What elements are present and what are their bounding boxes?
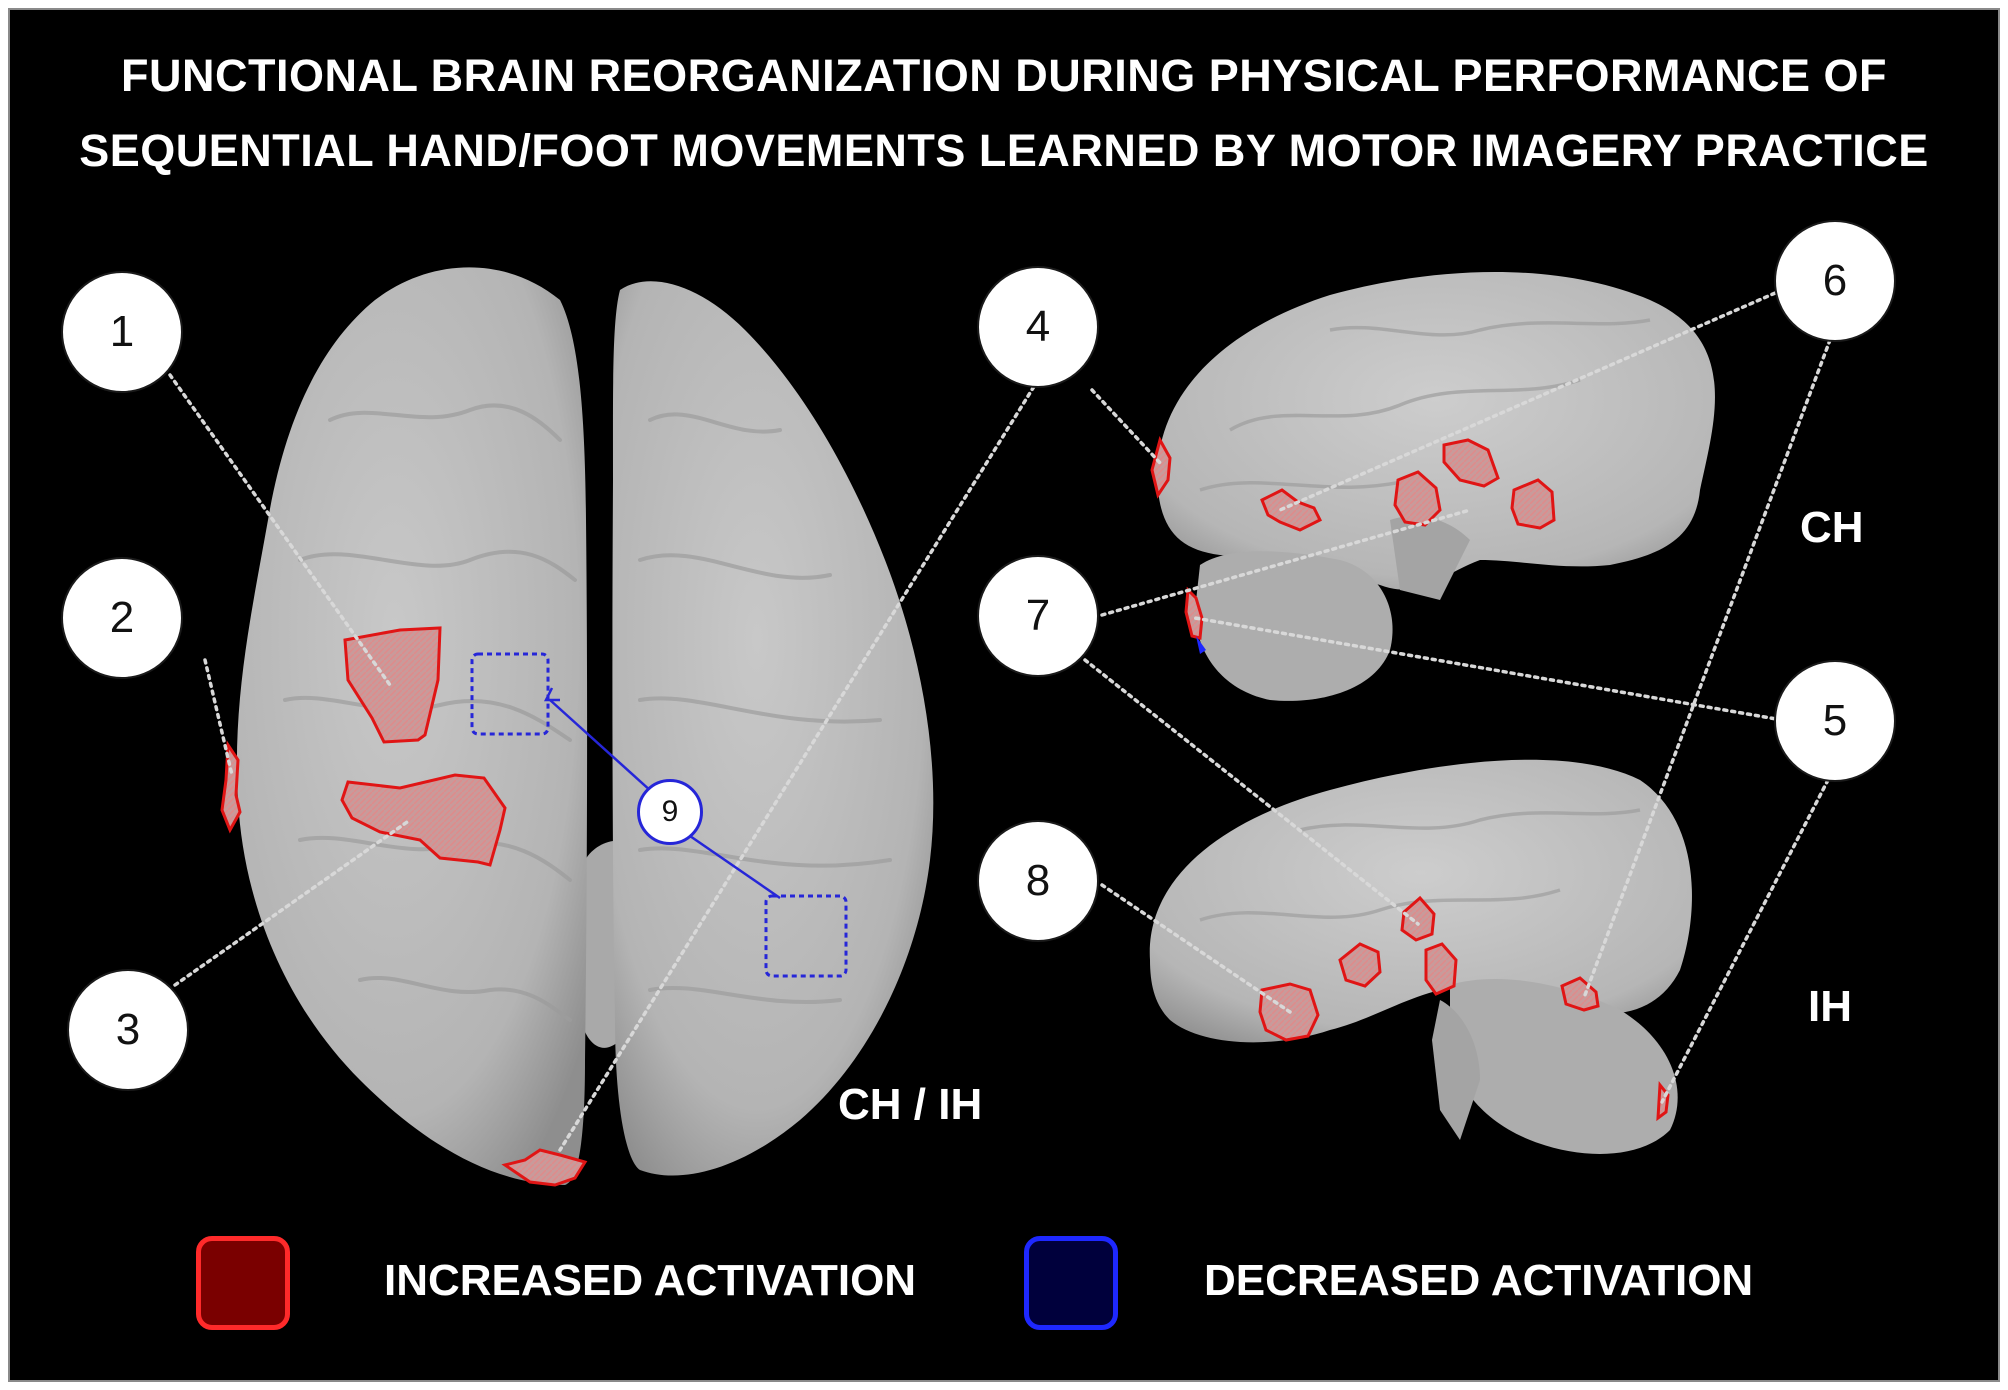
lower-gyri-texture bbox=[1199, 808, 1641, 922]
lower-brainstem bbox=[1432, 1000, 1480, 1140]
upper-brainstem bbox=[1390, 516, 1470, 600]
activation-region-4-sagittal bbox=[1150, 436, 1172, 499]
figure-title-line-2: SEQUENTIAL HAND/FOOT MOVEMENTS LEARNED B… bbox=[79, 125, 1929, 176]
activation-region-5-upper bbox=[1184, 586, 1204, 640]
activation-region-upper-b bbox=[1442, 438, 1500, 488]
activation-region-3 bbox=[340, 773, 507, 867]
dorsal-view-label: CH / IH bbox=[838, 1080, 983, 1129]
leader-lines bbox=[168, 288, 1832, 1152]
callout-8: 8 bbox=[977, 820, 1099, 942]
upper-view-label: CH bbox=[1800, 503, 1864, 552]
deactivation-region-upper bbox=[1196, 636, 1206, 654]
lower-view-label: IH bbox=[1808, 982, 1852, 1031]
callout-7: 7 bbox=[977, 555, 1099, 677]
activation-region-lower-b bbox=[1424, 942, 1458, 996]
activation-region-7-sagittal bbox=[1400, 895, 1436, 942]
activation-region-2 bbox=[220, 740, 242, 834]
activation-region-upper-c bbox=[1510, 478, 1556, 530]
callout-2: 2 bbox=[61, 557, 183, 679]
callout-1: 1 bbox=[61, 271, 183, 393]
activation-region-upper-a bbox=[1393, 470, 1442, 527]
upper-sagittal-brain-view bbox=[1150, 271, 1715, 701]
legend-increased-label: INCREASED ACTIVATION bbox=[384, 1256, 917, 1305]
callout-9: 9 bbox=[637, 779, 703, 845]
callout-6: 6 bbox=[1774, 220, 1896, 342]
upper-cerebellum bbox=[1195, 551, 1393, 701]
activation-region-6-sagittal bbox=[1260, 488, 1323, 532]
figure-title-line-1: FUNCTIONAL BRAIN REORGANIZATION DURING P… bbox=[120, 50, 1887, 101]
legend-decreased-swatch bbox=[1024, 1236, 1118, 1330]
callout-5: 5 bbox=[1774, 660, 1896, 782]
upper-gyri-texture bbox=[1199, 318, 1651, 492]
lower-cerebellum bbox=[1450, 979, 1678, 1154]
gyri-texture bbox=[283, 403, 892, 1022]
right-hemisphere bbox=[612, 281, 934, 1176]
activation-region-4 bbox=[501, 1148, 588, 1187]
legend-decreased-label: DECREASED ACTIVATION bbox=[1204, 1256, 1754, 1305]
deactivation-region-9b bbox=[764, 894, 848, 978]
legend-increased-swatch bbox=[196, 1236, 290, 1330]
deactivation-arrows bbox=[543, 687, 781, 900]
activation-region-lower-a bbox=[1338, 942, 1382, 988]
dorsal-brain-view bbox=[220, 267, 934, 1187]
callout-4: 4 bbox=[977, 266, 1099, 388]
deactivation-region-9a bbox=[470, 652, 550, 736]
callout-3: 3 bbox=[67, 969, 189, 1091]
lower-sagittal-brain-view bbox=[1149, 759, 1692, 1154]
